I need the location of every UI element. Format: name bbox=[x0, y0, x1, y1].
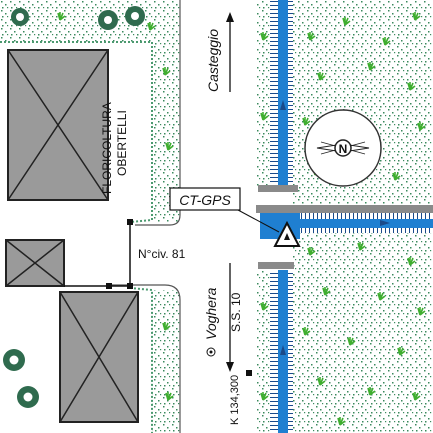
field-west-top bbox=[0, 0, 180, 42]
gate-marker bbox=[127, 283, 133, 289]
tree-icon bbox=[3, 6, 145, 408]
business-name-line1: FLORICOLTURA bbox=[100, 102, 114, 194]
access-line bbox=[64, 222, 131, 287]
km-marker-post bbox=[246, 370, 252, 376]
station-label-box bbox=[169, 187, 241, 211]
direction-south-label: Voghera bbox=[203, 287, 219, 340]
triangle-marker-icon bbox=[273, 220, 301, 247]
compass-rose-icon bbox=[304, 109, 382, 187]
civic-number: N°civ. 81 bbox=[138, 247, 186, 261]
road-edge-west bbox=[110, 0, 181, 433]
station-leader-line bbox=[237, 209, 280, 233]
field-strip-roadside bbox=[256, 0, 270, 190]
building-main bbox=[7, 49, 109, 201]
building-south bbox=[59, 291, 139, 423]
route-marker-icon bbox=[206, 347, 216, 357]
business-name-line2: OBERTELLI bbox=[115, 110, 129, 176]
direction-arrow-icon bbox=[226, 12, 234, 372]
canal-north bbox=[258, 0, 298, 192]
canal-south bbox=[258, 262, 294, 433]
civic-marker bbox=[127, 219, 133, 225]
field-strip-roadside-south bbox=[256, 270, 270, 433]
road-label: S.S. 10 bbox=[229, 292, 243, 332]
gate-marker-2 bbox=[106, 283, 112, 289]
station-label: CT-GPS bbox=[179, 192, 231, 208]
direction-north-label: Casteggio bbox=[205, 29, 221, 92]
compass-letter: N bbox=[339, 142, 348, 156]
field-west-strip-south bbox=[152, 290, 180, 433]
kilometer-marker: K 134,300 bbox=[229, 375, 241, 425]
property-boundary bbox=[0, 41, 153, 433]
building-small bbox=[5, 239, 65, 287]
